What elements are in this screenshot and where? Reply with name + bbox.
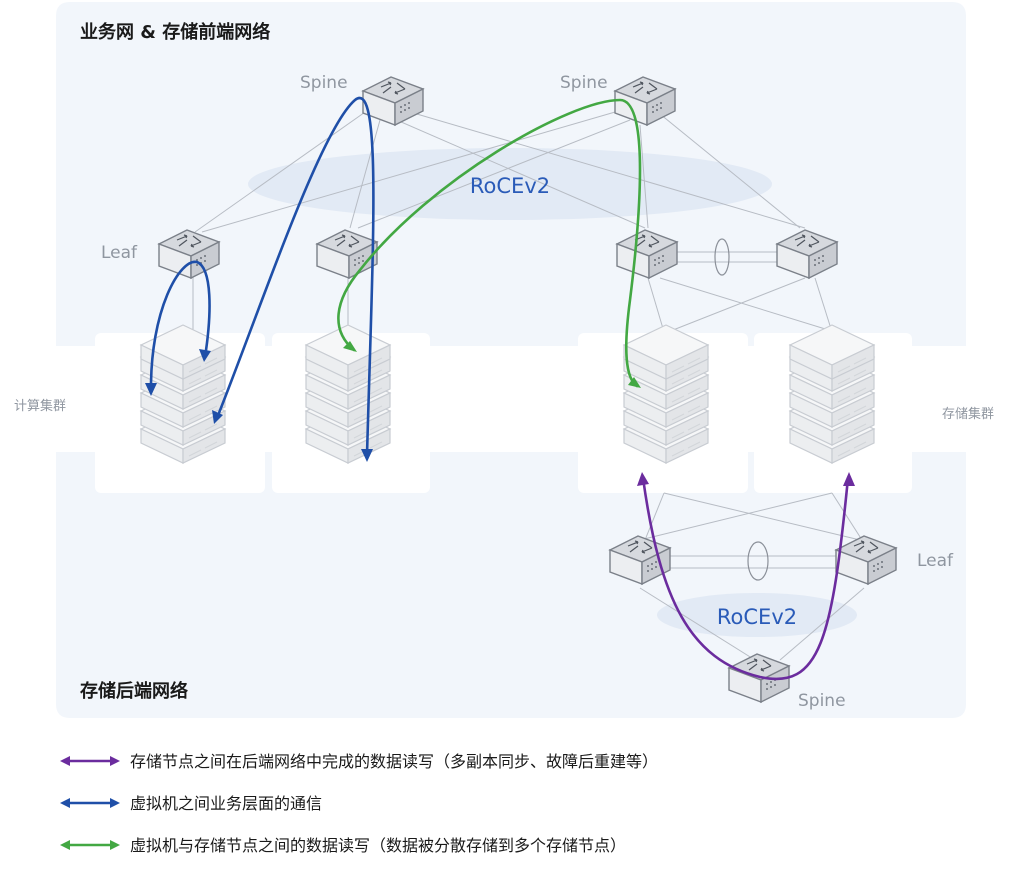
front-roce-label: RoCEv2 [470, 174, 550, 198]
storage-cluster-label: 存储集群 [942, 406, 994, 422]
front-link-aggregation [714, 238, 730, 276]
legend-item-purple: 存储节点之间在后端网络中完成的数据读写（多副本同步、故障后重建等） [60, 752, 658, 771]
arrowheads [145, 341, 855, 486]
blue-flow-leaf-loop [149, 260, 211, 394]
front-network-title: 业务网 & 存储前端网络 [80, 21, 270, 43]
legend: 存储节点之间在后端网络中完成的数据读写（多副本同步、故障后重建等） 虚拟机之间业… [60, 752, 658, 855]
flow-blue [149, 96, 375, 457]
network-links [192, 109, 865, 661]
back-network-title: 存储后端网络 [80, 680, 188, 702]
spine-left-label: Spine [300, 73, 348, 93]
back-link-aggregation [747, 541, 769, 581]
back-network-panel [56, 452, 966, 718]
legend-item-blue: 虚拟机之间业务层面的通信 [60, 794, 322, 813]
leaf-front-label: Leaf [101, 243, 138, 263]
server-stack-storage-1 [624, 325, 708, 463]
back-roce-ellipse [657, 593, 857, 637]
purple-flow [641, 476, 850, 681]
compute-cluster-label: 计算集群 [14, 398, 66, 414]
blue-flow-spine-long [215, 96, 375, 457]
green-flow [337, 98, 642, 388]
leaf-back-label: Leaf [917, 551, 954, 571]
flow-purple [641, 476, 850, 681]
spine-right-label: Spine [560, 73, 608, 93]
spine-bottom-label: Spine [798, 691, 846, 711]
legend-text-green: 虚拟机与存储节点之间的数据读写（数据被分散存储到多个存储节点） [130, 836, 626, 855]
server-stack-storage-2 [790, 325, 874, 463]
legend-text-purple: 存储节点之间在后端网络中完成的数据读写（多副本同步、故障后重建等） [130, 752, 658, 771]
flow-green [337, 98, 642, 388]
back-roce-label: RoCEv2 [717, 605, 797, 629]
legend-item-green: 虚拟机与存储节点之间的数据读写（数据被分散存储到多个存储节点） [60, 836, 626, 855]
legend-text-blue: 虚拟机之间业务层面的通信 [130, 794, 322, 813]
